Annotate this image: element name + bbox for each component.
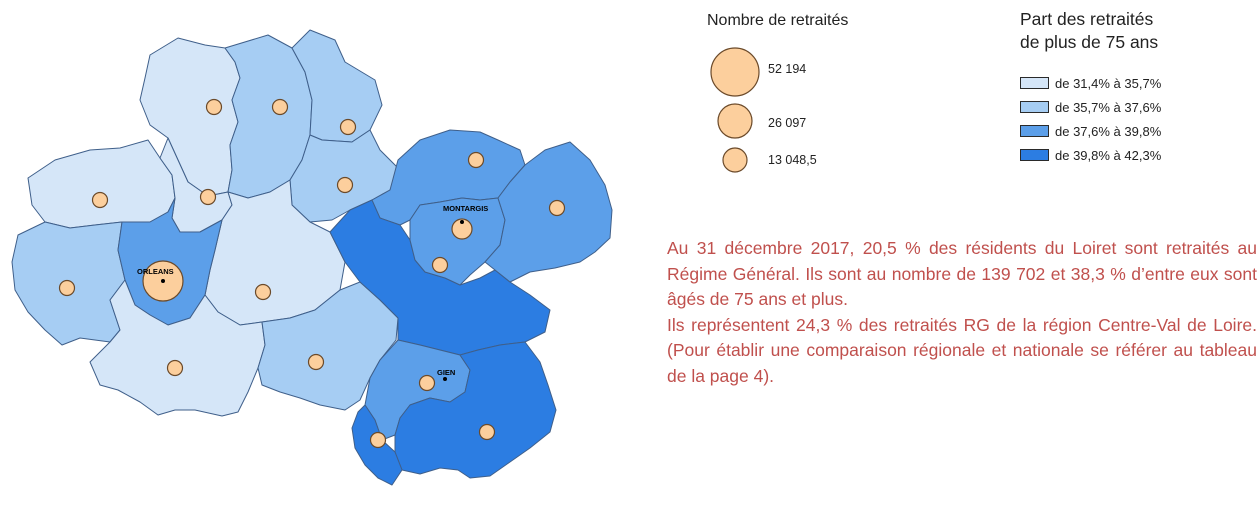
share-legend-item-1: de 31,4% à 35,7% [1020,75,1161,91]
share-swatch-3 [1020,125,1049,137]
retirees-circle-z12 [467,151,485,169]
retirees-circle-z16 [418,374,436,392]
share-swatch-1 [1020,77,1049,89]
retirees-circle-z07 [254,283,272,301]
share-legend-item-3: de 37,6% à 39,8% [1020,123,1161,139]
size-legend-value-3: 13 048,5 [768,153,817,167]
share-label-3: de 37,6% à 39,8% [1055,123,1162,139]
city-labels: ORLEANS MONTARGIS GIEN [137,204,488,381]
orleans-dot [161,279,165,283]
city-label-gien: GIEN [437,368,455,377]
gien-dot [443,377,447,381]
retirees-circle-z13 [431,256,449,274]
size-legend-value-2: 26 097 [768,116,807,130]
retirees-circle-z08 [58,279,76,297]
size-legend-symbols [710,47,760,173]
size-legend-value-1: 52 194 [768,62,807,76]
retirees-circle-z05 [91,191,109,209]
share-swatch-4 [1020,149,1049,161]
summary-text: Au 31 décembre 2017, 20,5 % des résident… [667,236,1257,506]
summary-paragraph-1: Au 31 décembre 2017, 20,5 % des résident… [667,238,1257,309]
size-legend-circle-medium [717,103,753,139]
share-swatch-2 [1020,101,1049,113]
share-label-1: de 31,4% à 35,7% [1055,75,1162,91]
share-label-2: de 35,7% à 37,6% [1055,99,1162,115]
retirees-circle-z04 [336,176,354,194]
circles-layer [58,98,566,449]
zone-z17 [394,341,557,479]
zone-z13 [329,199,551,356]
city-label-montargis: MONTARGIS [443,204,488,213]
zones-layer [11,29,613,486]
retirees-circle-z18 [369,431,387,449]
retirees-circle-z02 [271,98,289,116]
retirees-circle-z10 [166,359,184,377]
share-label-4: de 39,8% à 42,3% [1055,147,1162,163]
retirees-circle-z14 [451,218,473,240]
montargis-dot [460,220,464,224]
zone-z15 [484,141,613,283]
retirees-circle-z17 [478,423,496,441]
summary-paragraph-2: Ils représentent 24,3 % des retraités RG… [667,314,1257,386]
city-label-orleans: ORLEANS [137,267,174,276]
zone-z05 [27,139,176,229]
size-legend-circle-large [710,47,760,97]
size-legend-circle-small [722,147,748,173]
retirees-circle-z15 [548,199,566,217]
retirees-circle-z01 [205,98,223,116]
retirees-circle-z06 [199,188,217,206]
share-legend-item-4: de 39,8% à 42,3% [1020,147,1161,163]
share-legend-title: Part des retraités de plus de 75 ans [1020,9,1159,52]
size-legend-title: Nombre de retraités [707,12,849,29]
share-legend-item-2: de 35,7% à 37,6% [1020,99,1161,115]
retirees-circle-z03 [339,118,357,136]
loiret-map: ORLEANS MONTARGIS GIEN [11,29,613,486]
retirees-circle-z11 [307,353,325,371]
